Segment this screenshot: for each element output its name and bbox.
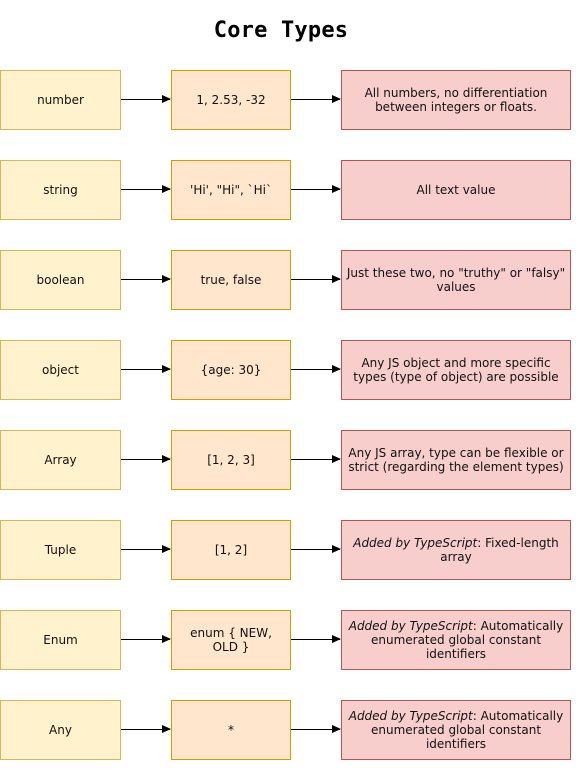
example-node: 'Hi', "Hi", `Hi`: [171, 160, 291, 220]
description-node: Just these two, no "truthy" or "falsy" v…: [341, 250, 571, 310]
description-node: Added by TypeScript: Fixed-length array: [341, 520, 571, 580]
type-row-array: Array [1, 2, 3] Any JS array, type can b…: [0, 430, 582, 492]
arrow-connector: [291, 95, 341, 103]
description-node: All numbers, no differentiation between …: [341, 70, 571, 130]
description-text: Any JS object and more specific types (t…: [353, 356, 559, 384]
example-node: *: [171, 700, 291, 760]
type-label: number: [37, 93, 84, 107]
arrow-connector: [121, 725, 171, 733]
description-label: Just these two, no "truthy" or "falsy" v…: [346, 266, 566, 294]
type-row-boolean: boolean true, false Just these two, no "…: [0, 250, 582, 312]
example-label: 'Hi', "Hi", `Hi`: [190, 183, 272, 197]
arrow-connector: [291, 545, 341, 553]
description-text: : Fixed-length array: [440, 536, 559, 564]
description-text: Just these two, no "truthy" or "falsy" v…: [346, 266, 566, 294]
type-node: Array: [0, 430, 121, 490]
description-label: Added by TypeScript: Automatically enume…: [346, 709, 566, 751]
description-text: Any JS array, type can be flexible or st…: [348, 446, 564, 474]
type-label: Tuple: [44, 543, 77, 557]
type-label: Array: [44, 453, 77, 467]
type-node: Tuple: [0, 520, 121, 580]
type-label: Enum: [43, 633, 78, 647]
description-text: : Automatically enumerated global consta…: [370, 709, 564, 751]
example-node: enum { NEW, OLD }: [171, 610, 291, 670]
description-emphasis: Added by TypeScript: [348, 619, 473, 633]
arrow-connector: [121, 95, 171, 103]
arrow-connector: [291, 725, 341, 733]
type-row-string: string 'Hi', "Hi", `Hi` All text value: [0, 160, 582, 222]
type-node: boolean: [0, 250, 121, 310]
example-label: enum { NEW, OLD }: [190, 626, 272, 654]
type-row-any: Any * Added by TypeScript: Automatically…: [0, 700, 582, 762]
arrow-connector: [121, 455, 171, 463]
arrow-connector: [291, 455, 341, 463]
example-label: [1, 2, 3]: [207, 453, 255, 467]
description-label: All text value: [417, 183, 496, 197]
description-text: All numbers, no differentiation between …: [364, 86, 548, 114]
diagram-title: Core Types: [213, 18, 349, 43]
type-node: Enum: [0, 610, 121, 670]
type-row-tuple: Tuple [1, 2] Added by TypeScript: Fixed-…: [0, 520, 582, 582]
description-node: All text value: [341, 160, 571, 220]
example-node: 1, 2.53, -32: [171, 70, 291, 130]
type-row-object: object {age: 30} Any JS object and more …: [0, 340, 582, 402]
description-label: All numbers, no differentiation between …: [346, 86, 566, 114]
type-label: Any: [49, 723, 72, 737]
type-node: Any: [0, 700, 121, 760]
arrow-connector: [121, 545, 171, 553]
example-label: true, false: [200, 273, 262, 287]
type-row-number: number 1, 2.53, -32 All numbers, no diff…: [0, 70, 582, 132]
example-node: [1, 2, 3]: [171, 430, 291, 490]
arrow-connector: [291, 185, 341, 193]
example-label: {age: 30}: [200, 363, 262, 377]
description-node: Any JS array, type can be flexible or st…: [341, 430, 571, 490]
arrow-connector: [121, 635, 171, 643]
type-label: boolean: [36, 273, 85, 287]
example-node: {age: 30}: [171, 340, 291, 400]
description-label: Added by TypeScript: Automatically enume…: [346, 619, 566, 661]
description-label: Any JS object and more specific types (t…: [346, 356, 566, 384]
description-label: Added by TypeScript: Fixed-length array: [346, 536, 566, 564]
type-label: string: [43, 183, 78, 197]
arrow-connector: [291, 275, 341, 283]
arrow-connector: [121, 275, 171, 283]
arrow-connector: [291, 365, 341, 373]
example-label: [1, 2]: [214, 543, 248, 557]
description-emphasis: Added by TypeScript: [348, 709, 473, 723]
description-node: Any JS object and more specific types (t…: [341, 340, 571, 400]
example-node: true, false: [171, 250, 291, 310]
type-node: string: [0, 160, 121, 220]
type-row-enum: Enum enum { NEW, OLD } Added by TypeScri…: [0, 610, 582, 672]
description-node: Added by TypeScript: Automatically enume…: [341, 610, 571, 670]
description-label: Any JS array, type can be flexible or st…: [346, 446, 566, 474]
example-label: *: [228, 723, 234, 737]
arrow-connector: [291, 635, 341, 643]
arrow-connector: [121, 365, 171, 373]
description-text: All text value: [416, 183, 496, 197]
description-text: : Automatically enumerated global consta…: [370, 619, 564, 661]
type-node: object: [0, 340, 121, 400]
description-node: Added by TypeScript: Automatically enume…: [341, 700, 571, 760]
type-node: number: [0, 70, 121, 130]
example-node: [1, 2]: [171, 520, 291, 580]
example-label: 1, 2.53, -32: [196, 93, 266, 107]
type-label: object: [42, 363, 79, 377]
description-emphasis: Added by TypeScript: [353, 536, 478, 550]
arrow-connector: [121, 185, 171, 193]
